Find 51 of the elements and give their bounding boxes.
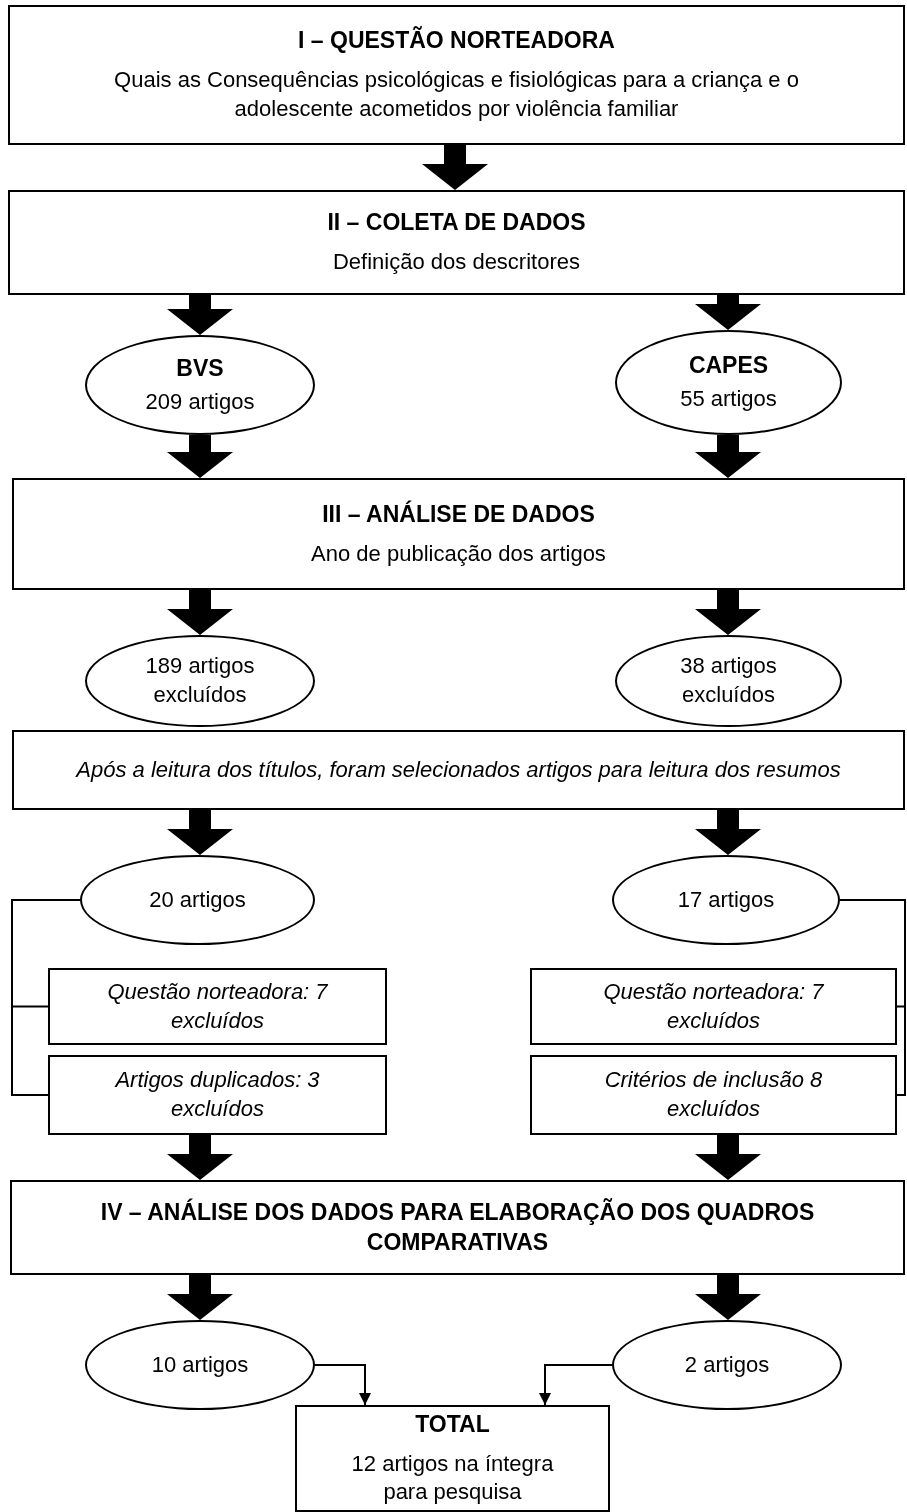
- connector-line: [11, 899, 81, 1096]
- node-text: 38 artigos excluídos: [679, 652, 778, 709]
- process-box: [530, 1055, 897, 1135]
- node-text: 55 artigos: [680, 385, 777, 414]
- block-arrow: [695, 435, 761, 478]
- arrow: [314, 1364, 371, 1406]
- node-text: Quais as Consequências psicológicas e fisiológicas para a criança e o adolescente acometidos por violência familiar: [113, 66, 800, 123]
- node-text: 12 artigos na íntegra para pesquisa: [350, 1449, 555, 1507]
- block-arrow: [167, 435, 233, 478]
- heading-text: TOTAL: [415, 1409, 490, 1439]
- block-arrow: [695, 1275, 761, 1320]
- node-text: Artigos duplicados: 3 excluídos: [113, 1066, 321, 1123]
- node-text: Após a leitura dos títulos, foram selecionados artigos para leitura dos resumos: [76, 755, 841, 784]
- block-arrow: [167, 1275, 233, 1320]
- heading-text: III – ANÁLISE DE DADOS: [322, 499, 595, 529]
- block-arrow: [167, 590, 233, 635]
- node-text: IV – ANÁLISE DOS DADOS PARA ELABORAÇÃO DOS QUADROS COMPARATIVAS: [99, 1197, 816, 1257]
- process-box: [295, 1405, 610, 1512]
- process-box: [48, 968, 387, 1045]
- block-arrow: [167, 810, 233, 855]
- process-box: [8, 5, 905, 145]
- heading-text: CAPES: [688, 351, 769, 381]
- node-text: 209 artigos: [145, 387, 255, 416]
- node-text: 10 artigos: [151, 1350, 249, 1379]
- connector-line: [839, 899, 906, 1096]
- process-box: [12, 730, 905, 810]
- node-text: Definição dos descritores: [333, 248, 580, 277]
- heading-text: BVS: [176, 353, 224, 383]
- arrow: [539, 1364, 613, 1406]
- node-text: 17 artigos: [677, 885, 775, 914]
- process-box: [10, 1180, 905, 1275]
- process-box: [530, 968, 897, 1045]
- node-text: 2 artigos: [684, 1350, 770, 1379]
- block-arrow: [167, 1135, 233, 1180]
- block-arrow: [695, 590, 761, 635]
- block-arrow: [695, 810, 761, 855]
- node-text: Critérios de inclusão 8 excluídos: [603, 1066, 824, 1123]
- node-text: Questão norteadora: 7 excluídos: [106, 977, 329, 1035]
- heading-text: II – COLETA DE DADOS: [327, 208, 586, 238]
- block-arrow: [695, 1135, 761, 1180]
- block-arrow: [422, 145, 488, 190]
- process-box: [48, 1055, 387, 1135]
- node-text: Ano de publicação dos artigos: [311, 539, 606, 568]
- block-arrow: [695, 295, 761, 330]
- process-box: [12, 478, 905, 590]
- node-text: 20 artigos: [149, 885, 246, 914]
- node-text: Questão norteadora: 7 excluídos: [602, 977, 825, 1035]
- block-arrow: [167, 295, 233, 335]
- node-text: 189 artigos excluídos: [144, 652, 256, 709]
- process-box: [8, 190, 905, 295]
- heading-text: I – QUESTÃO NORTEADORA: [298, 26, 615, 56]
